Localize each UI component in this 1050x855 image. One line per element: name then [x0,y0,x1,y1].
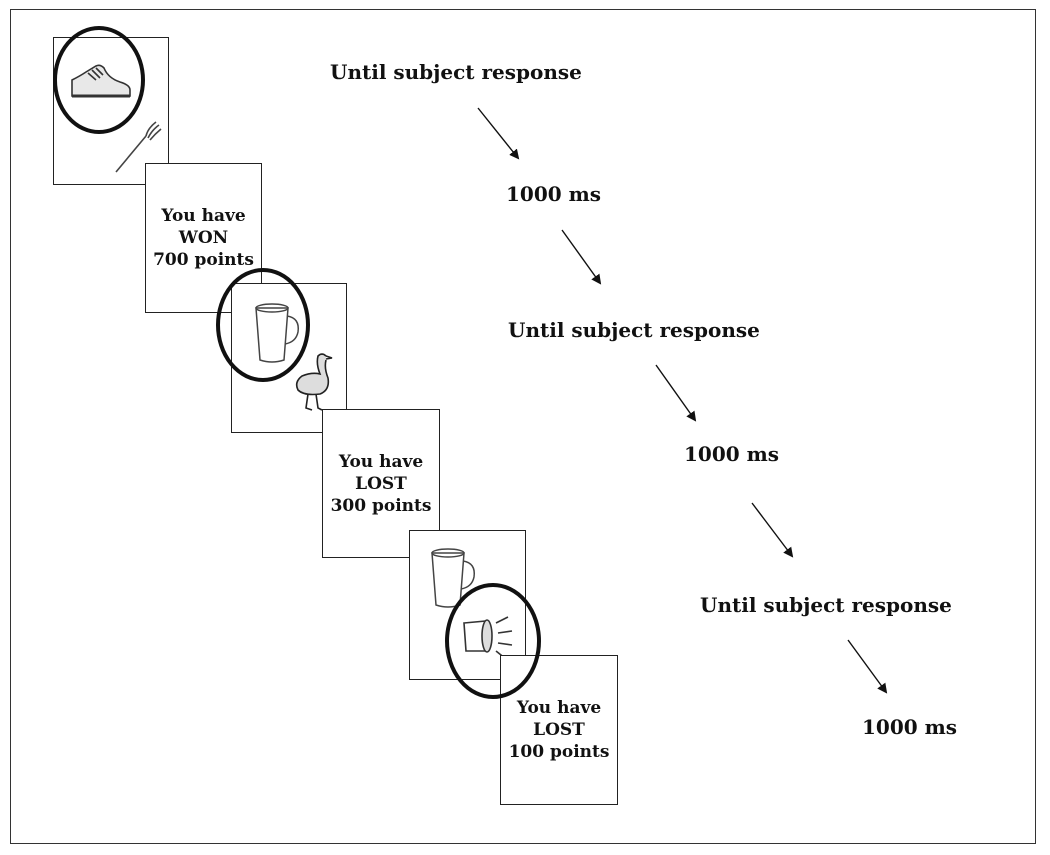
timeline-label-5: Until subject response [700,593,952,617]
selection-circle-2 [216,268,310,382]
timeline-label-6: 1000 ms [862,715,958,739]
timeline-label-4: 1000 ms [684,442,780,466]
timeline-arrow-2 [561,229,602,285]
selection-circle-3 [445,583,541,699]
timeline-arrow-5 [847,639,888,694]
goose-icon [295,353,333,411]
trial-screen-2 [231,283,347,433]
feedback-3-line-2: LOST [533,720,585,740]
timeline-arrow-4 [751,502,794,558]
feedback-2-line-1: You have [338,451,424,472]
feedback-3-line-1: You have [516,698,602,718]
feedback-screen-3: You have LOST 100 points [500,655,618,805]
feedback-1-line-2: WON [178,228,229,248]
feedback-2-line-3: 300 points [330,495,432,516]
feedback-1-line-3: 700 points [153,250,254,270]
trial-screen-1 [53,37,169,185]
feedback-1-line-1: You have [161,206,246,226]
ringing-bell-icon [463,616,513,660]
fork-icon [115,121,162,173]
timeline-label-2: 1000 ms [506,182,602,206]
figure-frame [10,9,1036,844]
feedback-2-line-2: LOST [355,473,407,494]
selection-circle-1 [53,26,145,134]
timeline-label-1: Until subject response [330,60,582,84]
mug-icon [255,303,300,363]
timeline-arrow-3 [655,364,697,422]
shoe-icon [71,64,131,98]
timeline-label-3: Until subject response [508,318,760,342]
timeline-arrow-1 [477,107,520,160]
feedback-3-line-3: 100 points [508,742,610,762]
